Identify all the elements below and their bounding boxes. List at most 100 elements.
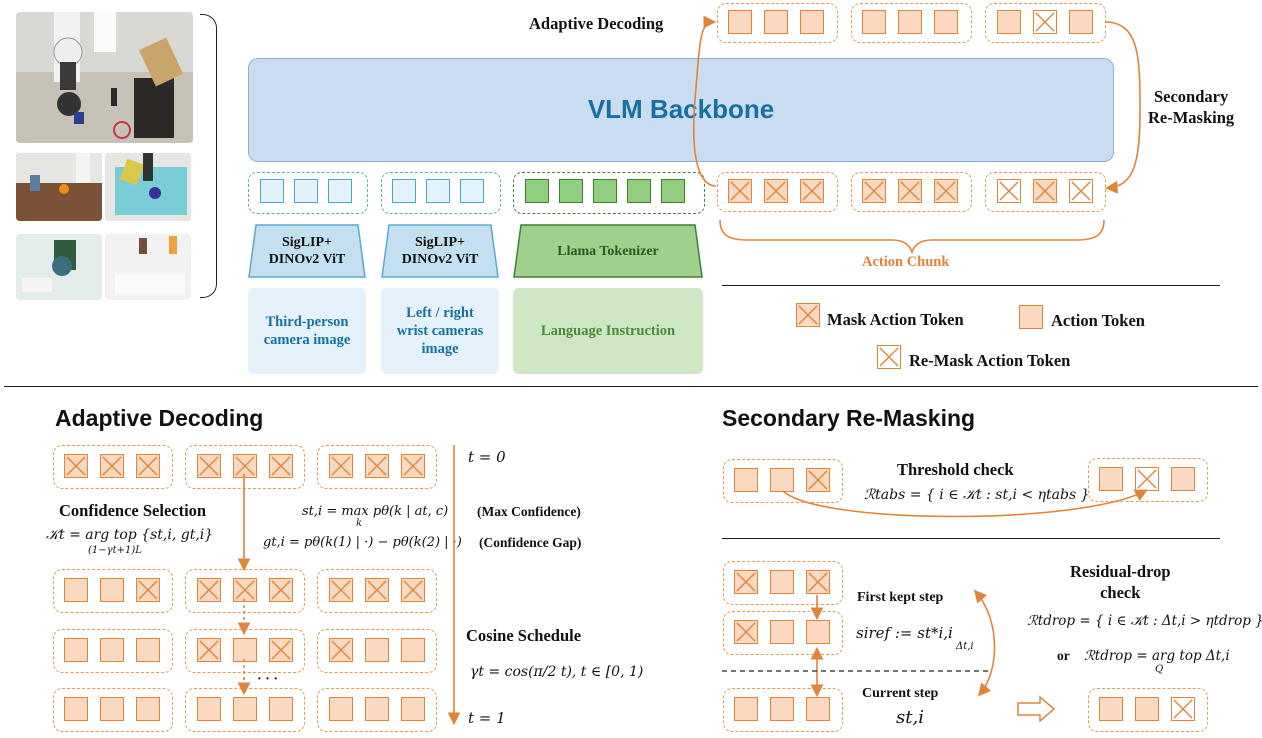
adaptive-decoding-title: Adaptive Decoding (55, 405, 264, 431)
legend-action-label: Action Token (1051, 311, 1145, 330)
residual-drop-check-label: Residual-drop check (1070, 562, 1171, 602)
rm-thr-r-1-remask-token (1135, 467, 1159, 491)
ad-r3-g3-2-action-token (401, 638, 425, 662)
wrist-camera-label: Left / right wrist cameras image (396, 305, 484, 357)
lang-2-token (593, 179, 617, 203)
in2-2-mask-token (934, 179, 958, 203)
ad-row2-group-3 (317, 569, 437, 613)
out1-1-action-token (764, 10, 788, 34)
rm-threshold-group-right (1088, 458, 1208, 502)
robot-scene-image-bottles (105, 234, 191, 300)
rm-thr-r-2-action-token (1171, 467, 1195, 491)
in2-0-mask-token (862, 179, 886, 203)
out2-0-action-token (862, 10, 886, 34)
ad-row1-group-3 (317, 445, 437, 489)
rm-cur-1-action-token (770, 697, 794, 721)
rm-first-2-mask-token (806, 570, 830, 594)
in1-1-mask-token (764, 179, 788, 203)
rm-middle-group (723, 611, 843, 655)
rm-result-group (1088, 688, 1208, 732)
t-one-label: t = 1 (468, 709, 506, 727)
legend-mask-token-icon (796, 303, 820, 327)
ad-r1-g3-2-mask-token (401, 454, 425, 478)
vis1-1-token (294, 179, 318, 203)
ad-r4-g1-0-action-token (64, 697, 88, 721)
drop-formula-2-subscript: Q (1155, 664, 1164, 675)
vision-encoder-2: SigLIP+ DINOv2 ViT (381, 224, 499, 278)
lang-4-token (661, 179, 685, 203)
threshold-formula: ℛtabs = { i ∈ 𝒦t : st,i < ηtabs } (864, 487, 1090, 503)
or-label: or (1057, 648, 1070, 663)
adaptive-decoding-top-label: Adaptive Decoding (529, 14, 664, 33)
ad-r4-g2-1-action-token (233, 697, 257, 721)
ad-r1-g1-1-mask-token (100, 454, 124, 478)
drop-formula-2: ℛtdrop = arg top Δt,i (1084, 648, 1230, 664)
first-kept-step-label: First kept step (857, 590, 944, 605)
rm-thr-l-1-action-token (770, 468, 794, 492)
rm-res-1-action-token (1135, 697, 1159, 721)
out3-1-remask-token (1033, 10, 1057, 34)
ad-row3-group-1 (53, 629, 173, 673)
language-tokenizer-label: Llama Tokenizer (557, 244, 659, 259)
ad-r3-g2-1-action-token (233, 638, 257, 662)
robot-scene-image-gripper (16, 234, 102, 300)
vis2-2-token (460, 179, 484, 203)
input-action-group-2 (851, 172, 972, 212)
ad-r4-g2-2-action-token (269, 697, 293, 721)
ad-r4-g3-2-action-token (401, 697, 425, 721)
lang-0-token (525, 179, 549, 203)
ref-formula: siref := st*i,i (856, 624, 953, 642)
language-instruction-label: Language Instruction (540, 323, 676, 339)
ad-r3-g3-1-action-token (365, 638, 389, 662)
vis1-2-token (328, 179, 352, 203)
ad-r1-g3-0-mask-token (329, 454, 353, 478)
ad-r3-g3-0-mask-token (329, 638, 353, 662)
in3-0-remask-token (997, 179, 1021, 203)
ad-r1-g3-1-mask-token (365, 454, 389, 478)
in2-1-mask-token (898, 179, 922, 203)
out2-1-action-token (898, 10, 922, 34)
rm-cur-0-action-token (734, 697, 758, 721)
ad-r4-g3-1-action-token (365, 697, 389, 721)
ellipsis: · · · (257, 672, 279, 687)
in1-2-mask-token (800, 179, 824, 203)
vision-token-group-1 (248, 172, 368, 214)
ad-r1-g2-2-mask-token (269, 454, 293, 478)
action-chunk-brace (719, 219, 1105, 255)
out2-2-action-token (934, 10, 958, 34)
vision-encoder-1: SigLIP+ DINOv2 ViT (248, 224, 366, 278)
current-formula: st,i (896, 707, 924, 728)
image-group-brace (200, 14, 217, 298)
in3-1-mask-token (1033, 179, 1057, 203)
ad-r2-g1-2-mask-token (136, 578, 160, 602)
ad-r2-g2-0-mask-token (197, 578, 221, 602)
rm-thr-r-0-action-token (1099, 467, 1123, 491)
vision-encoder-2-label: SigLIP+ DINOv2 ViT (401, 235, 479, 267)
robot-scene-image-table (16, 153, 102, 221)
action-chunk-label: Action Chunk (862, 254, 950, 270)
cosine-schedule-label: Cosine Schedule (466, 626, 582, 645)
legend-remask-label: Re-Mask Action Token (909, 351, 1071, 370)
ad-row2-group-1 (53, 569, 173, 613)
t-zero-label: t = 0 (468, 448, 506, 466)
vision-token-group-2 (381, 172, 501, 214)
language-tokenizer: Llama Tokenizer (513, 224, 703, 278)
ad-r3-g1-1-action-token (100, 638, 124, 662)
language-token-group (513, 172, 705, 214)
remasking-divider (722, 538, 1220, 539)
vlm-backbone-label: VLM Backbone (587, 94, 775, 124)
rm-res-0-action-token (1099, 697, 1123, 721)
rm-current-group (723, 688, 843, 732)
out1-0-action-token (728, 10, 752, 34)
ad-r3-g1-0-action-token (64, 638, 88, 662)
ad-r1-g2-0-mask-token (197, 454, 221, 478)
ad-r2-g1-1-action-token (100, 578, 124, 602)
out1-2-action-token (800, 10, 824, 34)
rm-mid-1-action-token (770, 620, 794, 644)
rm-mid-2-action-token (806, 620, 830, 644)
ad-r2-g3-2-mask-token (401, 578, 425, 602)
language-instruction-input: Language Instruction (513, 288, 703, 374)
third-person-camera-label: Third-person camera image (263, 314, 351, 348)
vis2-0-token (392, 179, 416, 203)
max-confidence-subscript: k (356, 518, 363, 529)
